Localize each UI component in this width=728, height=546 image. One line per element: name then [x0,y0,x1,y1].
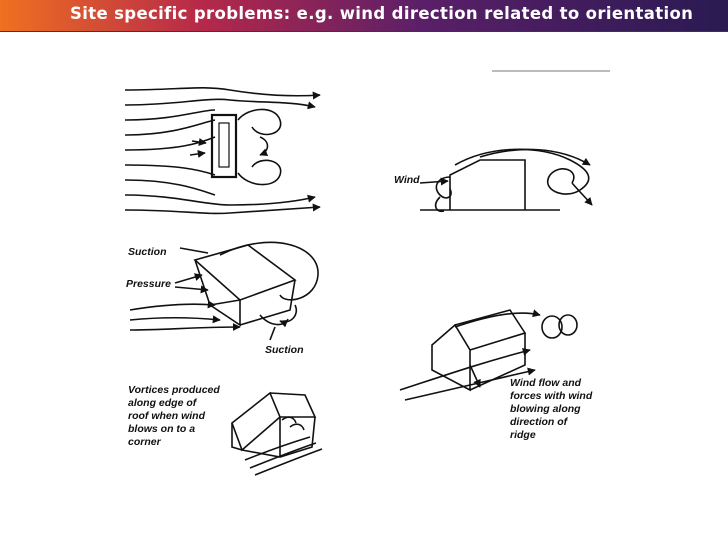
vortices-caption-line: blows on to a [128,423,195,435]
ridge-flow-diagram [399,309,578,401]
vortices-caption: Vortices produced along edge of roof whe… [128,384,220,448]
ridge-caption: Wind flow and forces with wind blowing a… [510,377,593,441]
label-suction-top: Suction [128,246,167,258]
ridge-caption-line: Wind flow and [510,377,582,389]
header-divider [0,31,728,32]
ridge-caption-line: forces with wind [510,390,593,402]
plan-flow-diagram [124,86,321,215]
vortices-caption-line: along edge of [128,397,198,409]
corner-vortex-diagram [231,391,323,476]
vortices-caption-line: corner [128,436,162,448]
ridge-caption-line: blowing along [510,403,581,415]
ridge-caption-line: direction of [510,416,569,428]
slide-header: Site specific problems: e.g. wind direct… [0,0,728,31]
label-suction-bottom: Suction [265,344,304,356]
slide-title: Site specific problems: e.g. wind direct… [70,4,694,23]
ridge-caption-line: ridge [510,429,536,441]
label-wind: Wind [394,174,420,186]
section-flow-diagram [419,148,593,213]
wind-diagram: Wind Suction Pressure Suction Wind flow … [124,70,610,476]
pressure-suction-diagram [129,241,319,341]
vortices-caption-line: roof when wind [128,410,206,422]
label-pressure: Pressure [126,278,171,290]
vortices-caption-line: Vortices produced [128,384,220,396]
